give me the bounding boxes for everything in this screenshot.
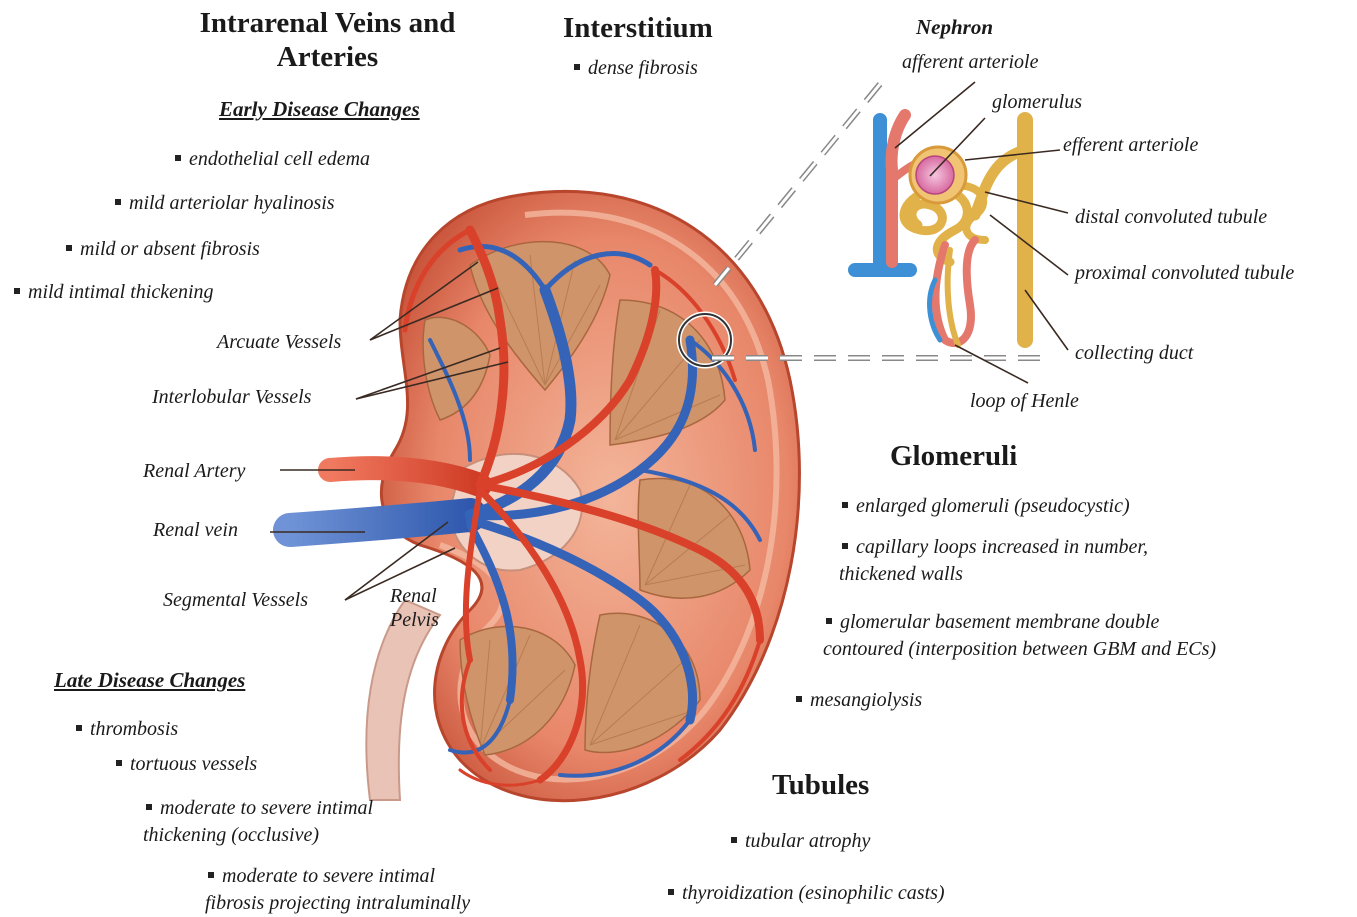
early-item: endothelial cell edema xyxy=(175,146,370,173)
glomeruli-item: capillary loops increased in number, thi… xyxy=(839,534,1148,588)
bullet-icon xyxy=(116,760,122,766)
glomeruli-item-text: glomerular basement membrane double xyxy=(840,611,1159,633)
interstitium-item-text: dense fibrosis xyxy=(588,57,698,79)
label-renal-pelvis-line2: Pelvis xyxy=(390,608,439,632)
tubules-item-text: thyroidization (esinophilic casts) xyxy=(682,882,945,904)
late-item: thrombosis xyxy=(76,716,178,743)
nephron-illustration xyxy=(855,115,1025,345)
label-distal-convoluted-tubule: distal convoluted tubule xyxy=(1075,206,1267,229)
late-item: tortuous vessels xyxy=(116,751,257,778)
late-item-text: moderate to severe intimal xyxy=(222,865,435,887)
early-item: mild or absent fibrosis xyxy=(66,236,260,263)
late-item-text-cont: fibrosis projecting intraluminally xyxy=(205,890,470,917)
early-item-text: mild arteriolar hyalinosis xyxy=(129,192,335,214)
bullet-icon xyxy=(574,64,580,70)
glomeruli-item-text: capillary loops increased in number, xyxy=(856,536,1148,558)
late-heading: Late Disease Changes xyxy=(54,668,245,693)
label-interlobular-vessels: Interlobular Vessels xyxy=(152,386,311,409)
label-afferent-arteriole: afferent arteriole xyxy=(902,51,1038,74)
label-proximal-convoluted-tubule: proximal convoluted tubule xyxy=(1075,262,1294,285)
tubules-item: thyroidization (esinophilic casts) xyxy=(668,880,945,907)
late-item: moderate to severe intimal thickening (o… xyxy=(143,795,373,849)
label-renal-artery: Renal Artery xyxy=(143,460,245,483)
tubules-title: Tubules xyxy=(772,768,869,802)
bullet-icon xyxy=(842,543,848,549)
bullet-icon xyxy=(115,199,121,205)
veins-title: Intrarenal Veins and Arteries xyxy=(170,6,485,74)
bullet-icon xyxy=(842,502,848,508)
glomeruli-item-text: mesangiolysis xyxy=(810,689,922,711)
veins-title-line1: Intrarenal Veins and xyxy=(170,6,485,40)
label-renal-vein: Renal vein xyxy=(153,519,238,542)
glomeruli-item-text-cont: thickened walls xyxy=(839,561,1148,588)
bullet-icon xyxy=(66,245,72,251)
late-item-text: thrombosis xyxy=(90,718,178,740)
label-collecting-duct: collecting duct xyxy=(1075,342,1193,365)
glomeruli-item-text: enlarged glomeruli (pseudocystic) xyxy=(856,495,1130,517)
label-loop-of-henle: loop of Henle xyxy=(970,390,1079,413)
early-item-text: mild intimal thickening xyxy=(28,281,214,303)
nephron-title: Nephron xyxy=(916,15,993,40)
early-heading: Early Disease Changes xyxy=(219,97,420,122)
bullet-icon xyxy=(146,804,152,810)
interstitium-item: dense fibrosis xyxy=(574,55,698,82)
glomerulus-tuft xyxy=(916,156,954,194)
bullet-icon xyxy=(14,288,20,294)
bullet-icon xyxy=(796,696,802,702)
late-item-text: moderate to severe intimal xyxy=(160,797,373,819)
label-arcuate-vessels: Arcuate Vessels xyxy=(217,331,341,354)
glomeruli-item: enlarged glomeruli (pseudocystic) xyxy=(842,493,1130,520)
glomeruli-title: Glomeruli xyxy=(890,439,1017,473)
bullet-icon xyxy=(826,618,832,624)
label-glomerulus: glomerulus xyxy=(992,91,1082,114)
bullet-icon xyxy=(76,725,82,731)
interstitium-title: Interstitium xyxy=(563,11,713,45)
late-item-text-cont: thickening (occlusive) xyxy=(143,822,373,849)
label-renal-pelvis-line1: Renal xyxy=(390,584,439,608)
late-item-text: tortuous vessels xyxy=(130,753,257,775)
label-renal-pelvis: Renal Pelvis xyxy=(390,584,439,632)
bullet-icon xyxy=(208,872,214,878)
veins-title-line2: Arteries xyxy=(170,40,485,74)
early-item: mild intimal thickening xyxy=(14,279,214,306)
early-item: mild arteriolar hyalinosis xyxy=(115,190,335,217)
label-segmental-vessels: Segmental Vessels xyxy=(163,589,308,612)
label-efferent-arteriole: efferent arteriole xyxy=(1063,134,1198,157)
glomeruli-item: glomerular basement membrane double cont… xyxy=(823,609,1216,663)
bullet-icon xyxy=(731,837,737,843)
glomeruli-item-text-cont: contoured (interposition between GBM and… xyxy=(823,636,1216,663)
early-item-text: endothelial cell edema xyxy=(189,148,370,170)
bullet-icon xyxy=(668,889,674,895)
glomeruli-item: mesangiolysis xyxy=(796,687,922,714)
bullet-icon xyxy=(175,155,181,161)
tubules-item: tubular atrophy xyxy=(731,828,870,855)
late-item: moderate to severe intimal fibrosis proj… xyxy=(205,863,470,917)
tubules-item-text: tubular atrophy xyxy=(745,830,870,852)
early-item-text: mild or absent fibrosis xyxy=(80,238,260,260)
